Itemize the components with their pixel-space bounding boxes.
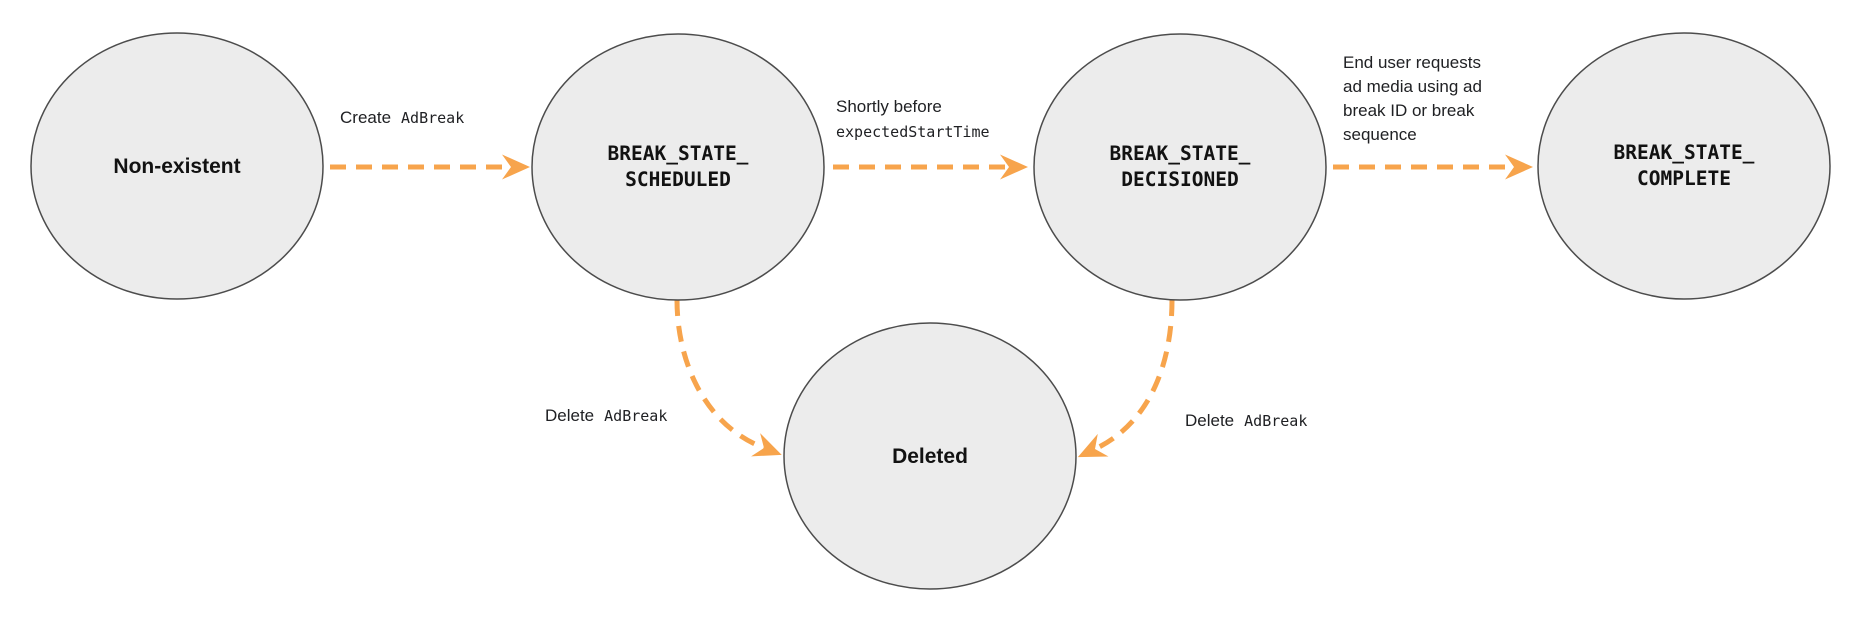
transition-label-end-user-line3: break ID or break [1343,101,1475,120]
state-label-scheduled-line2: SCHEDULED [625,168,731,191]
transition-label-delete-left-code: AdBreak [604,407,667,425]
state-label-decisioned-line1: BREAK_STATE_ [1110,142,1251,165]
state-node-deleted [783,322,1077,590]
state-label-scheduled-line1: BREAK_STATE_ [608,142,749,165]
transition-label-shortly-before-code: expectedStartTime [836,123,990,141]
transition-label-create-adbreak: Create AdBreak [340,108,464,127]
transition-label-end-user-requests: End user requests ad media using ad brea… [1343,53,1486,144]
transition-label-shortly-before: Shortly before expectedStartTime [836,97,990,141]
transition-label-delete-left-text: Delete [545,406,594,425]
transition-label-create-code: AdBreak [401,109,464,127]
state-node-break-state-scheduled [531,33,825,301]
state-node-break-state-decisioned [1033,33,1327,301]
transition-delete-adbreak-left-arrow [674,299,782,457]
state-label-decisioned-line2: DECISIONED [1121,168,1238,191]
transition-label-end-user-line4: sequence [1343,125,1417,144]
transition-label-end-user-line1: End user requests [1343,53,1481,72]
transition-delete-adbreak-right-arrow [1077,299,1175,458]
state-label-complete-line2: COMPLETE [1637,167,1731,190]
transition-label-end-user-line2: ad media using ad [1343,77,1482,96]
state-node-non-existent [30,32,324,300]
transition-label-delete-adbreak-left: Delete AdBreak [545,406,667,425]
transition-label-shortly-before-line1: Shortly before [836,97,942,116]
state-node-break-state-complete [1537,32,1831,300]
transition-label-create-text: Create [340,108,391,127]
state-label-non-existent: Non-existent [113,155,240,178]
transition-label-delete-right-text: Delete [1185,411,1234,430]
state-label-deleted: Deleted [892,445,968,468]
transition-label-delete-right-code: AdBreak [1244,412,1307,430]
state-label-complete-line1: BREAK_STATE_ [1614,141,1755,164]
transition-label-delete-adbreak-right: Delete AdBreak [1185,411,1307,430]
